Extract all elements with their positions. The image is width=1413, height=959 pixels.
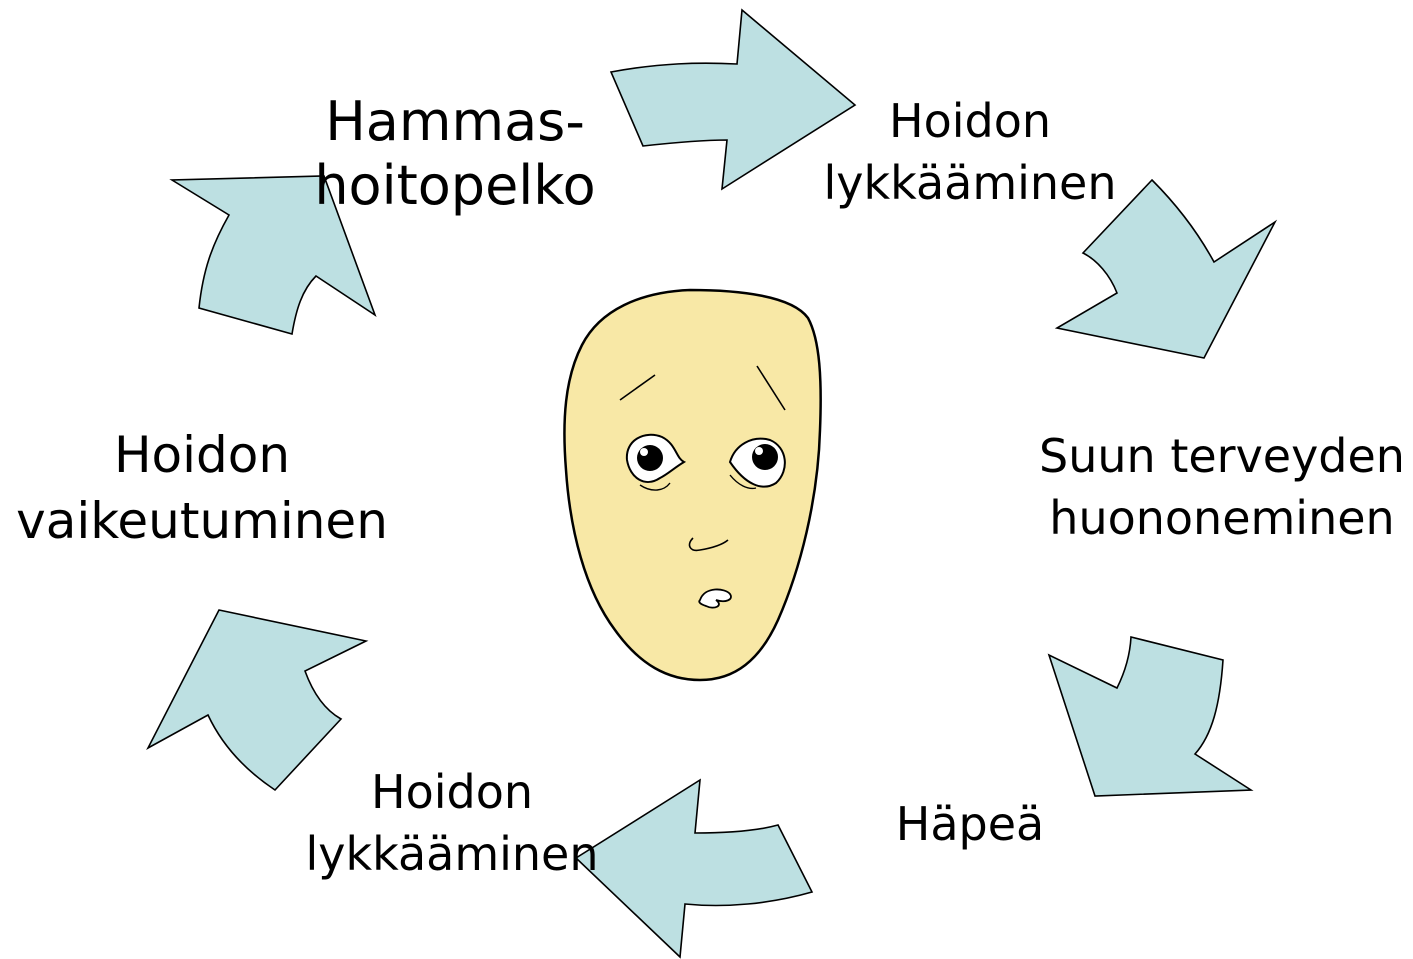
cycle-arrows xyxy=(146,8,1278,959)
label-care-difficulty: Hoidon vaikeutuminen xyxy=(16,426,388,550)
arrow-bottom-icon xyxy=(574,778,814,959)
label-postponing-care-bottom: Hoidon lykkääminen xyxy=(305,765,599,881)
label-dental-fear: Hammas- hoitopelko xyxy=(314,90,596,217)
label-shame: Häpeä xyxy=(895,797,1045,851)
arrow-upper-left-icon xyxy=(169,175,377,336)
arrow-upper-right-icon xyxy=(1054,178,1278,359)
arrow-top-icon xyxy=(609,8,857,191)
arrow-lower-left-icon xyxy=(146,609,369,792)
arrow-lower-right-icon xyxy=(1047,635,1254,797)
label-postponing-care-top: Hoidon lykkääminen xyxy=(823,94,1117,210)
label-oral-health-decline: Suun terveyden huononeminen xyxy=(1039,429,1405,545)
face-outline xyxy=(563,288,822,682)
worried-face-icon xyxy=(563,288,822,682)
